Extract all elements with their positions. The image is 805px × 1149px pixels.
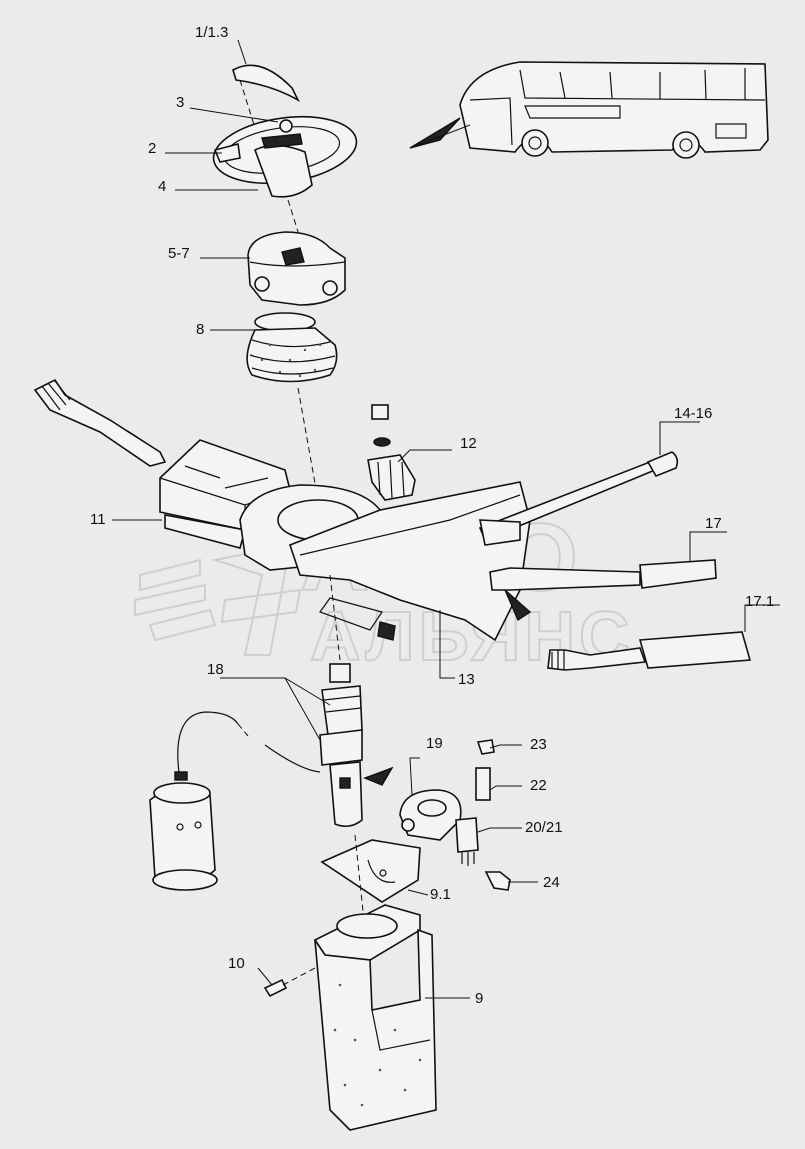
label-20-21: 20/21	[525, 819, 563, 836]
steering-wheel-part	[212, 115, 358, 198]
label-23: 23	[530, 736, 547, 753]
label-9-1: 9.1	[430, 886, 451, 903]
shaft-part	[319, 574, 363, 828]
label-24: 24	[543, 874, 560, 891]
bellows-boot-part	[246, 312, 338, 383]
clamp-part	[247, 199, 346, 306]
horn-cap-part	[232, 64, 300, 129]
lock-bracket-part	[363, 766, 462, 841]
label-17-1: 17.1	[745, 593, 774, 610]
callout-labels: 1/1.3 3 2 4 5-7 8 11 12 14-16 17 17.1 13…	[90, 24, 774, 1007]
label-14-16: 14-16	[674, 405, 712, 422]
lock-cylinder-part	[455, 739, 511, 891]
motor-part	[149, 711, 321, 891]
label-12: 12	[460, 435, 477, 452]
label-8: 8	[196, 321, 204, 338]
label-4: 4	[158, 178, 166, 195]
label-1-1-3: 1/1.3	[195, 24, 228, 41]
bus-illustration	[409, 61, 769, 159]
label-22: 22	[530, 777, 547, 794]
label-18: 18	[207, 661, 224, 678]
connector-plug-part	[367, 404, 416, 501]
screw-part	[263, 967, 316, 998]
label-3: 3	[176, 94, 184, 111]
steering-column-bracket-part	[239, 481, 531, 642]
label-2: 2	[148, 140, 156, 157]
label-13: 13	[458, 671, 475, 688]
column-cover-part	[313, 904, 437, 1131]
label-9: 9	[475, 990, 483, 1007]
label-10: 10	[228, 955, 245, 972]
cover-plate-part	[320, 834, 421, 931]
label-17: 17	[705, 515, 722, 532]
axis-line-upper	[297, 387, 319, 501]
lever-14-16-part	[478, 451, 679, 546]
lever-17-part	[489, 559, 717, 591]
leader-lines	[112, 39, 780, 999]
lever-17-1-part	[504, 589, 752, 671]
label-11: 11	[90, 511, 106, 528]
label-19: 19	[426, 735, 443, 752]
label-5-7: 5-7	[168, 245, 190, 262]
